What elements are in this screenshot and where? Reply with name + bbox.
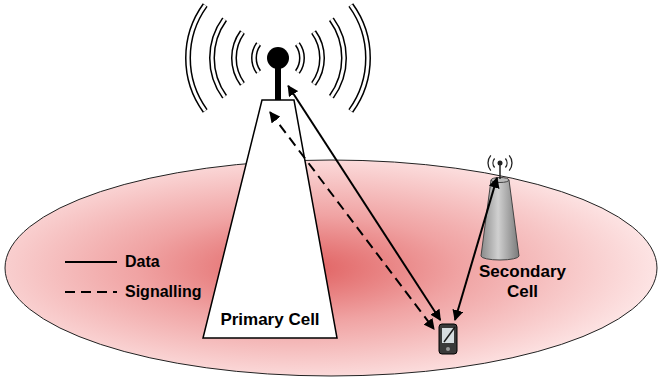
legend-solid-line (65, 261, 117, 263)
data-link (455, 178, 497, 320)
radio-waves-fill (188, 5, 368, 111)
legend-label: Signalling (125, 282, 201, 302)
small-tower-shape (470, 150, 575, 262)
macro-base-station: Primary Cell (200, 30, 340, 340)
tower-shape (200, 30, 340, 340)
legend-dashed-line (65, 291, 117, 293)
node-label: Secondary Cell (470, 262, 575, 302)
signalling-link (270, 112, 434, 329)
legend-label: Data (125, 252, 160, 272)
small-cell-station: Secondary Cell (470, 150, 575, 305)
radio-waves-outline (188, 5, 368, 111)
user-device (436, 322, 460, 356)
node-label: Primary Cell (200, 310, 340, 330)
coverage-area (5, 160, 657, 376)
phone-icon (436, 322, 460, 356)
data-link (288, 86, 440, 320)
